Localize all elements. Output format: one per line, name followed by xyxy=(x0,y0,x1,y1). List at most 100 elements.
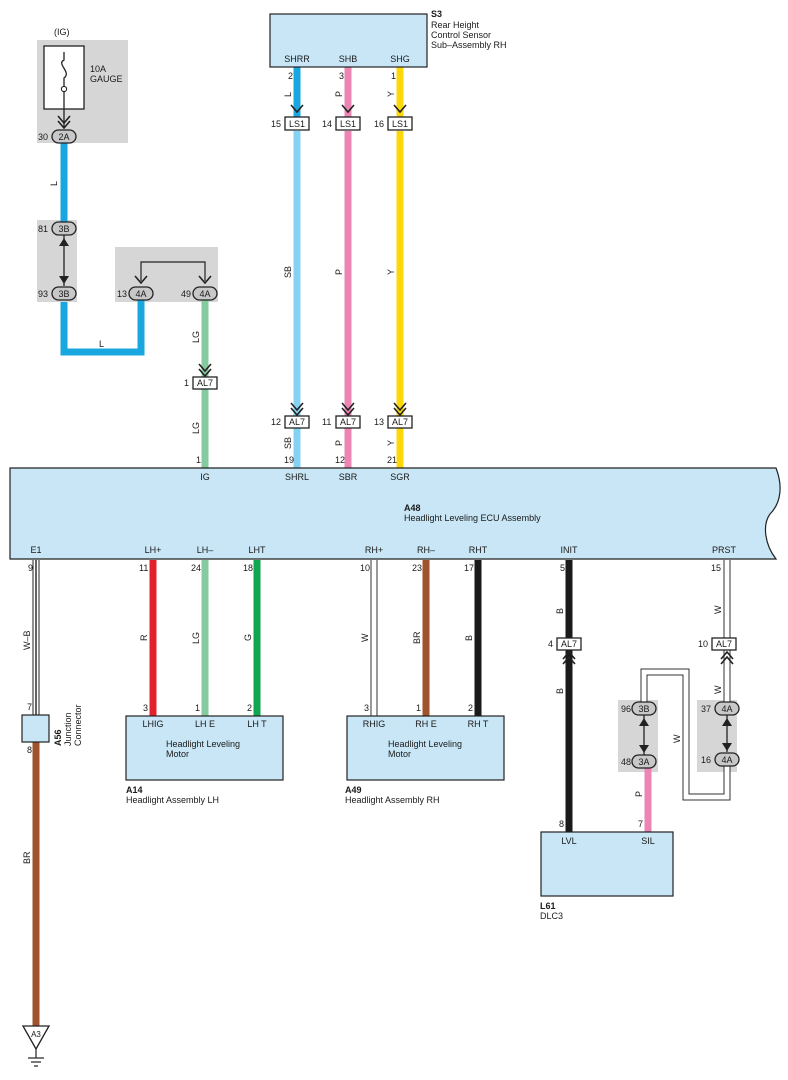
sensor-code: S3 xyxy=(431,9,442,19)
wire-label-sgr-low: Y xyxy=(386,440,396,446)
junction-3b-3a-arrow-up xyxy=(639,718,649,726)
lh-term-lhe: LH E xyxy=(195,719,215,729)
ecu-term-shrl: SHRL xyxy=(285,472,309,482)
ecu-term-init: INIT xyxy=(561,545,579,555)
sensor-terminal-shb: SHB xyxy=(339,54,358,64)
al7-shrl-box xyxy=(284,415,310,429)
ecu-term-rhminus: RH– xyxy=(417,545,435,555)
dlc-term-sil: SIL xyxy=(641,836,655,846)
al7-shrl-label: AL7 xyxy=(289,417,305,427)
al7-sgr-box xyxy=(387,415,413,429)
al7-prst-chevron-1 xyxy=(720,650,734,660)
wire-label-init-lower: B xyxy=(555,688,565,694)
fuse-icon xyxy=(61,52,67,86)
junction-3a-pin: 48 xyxy=(621,757,631,767)
al7-sgr-chevron-1 xyxy=(393,402,407,412)
al7-sbr-label: AL7 xyxy=(340,417,356,427)
ecu-pin-rhminus: 23 xyxy=(412,563,422,573)
fuse-name: GAUGE xyxy=(90,74,123,84)
ls1-box-3 xyxy=(387,116,413,131)
wire-label-lhplus: R xyxy=(139,634,149,641)
ecu-code: A48 xyxy=(404,503,421,513)
al7-sgr-label: AL7 xyxy=(392,417,408,427)
ls1-chevron-1 xyxy=(290,104,304,114)
wire-label-init-upper: B xyxy=(555,608,565,614)
junction-connector-pin-bot: 8 xyxy=(27,745,32,755)
al7-shrl-chevron-1 xyxy=(290,402,304,412)
junction-4a-2-arrow-down xyxy=(722,743,732,751)
ecu-pin-lhminus: 24 xyxy=(191,563,201,573)
ls1-pin-1: 15 xyxy=(271,119,281,129)
ecu-pin-prst: 15 xyxy=(711,563,721,573)
al7-shrl-pin: 12 xyxy=(271,417,281,427)
al7-init-box xyxy=(556,637,582,651)
junction-3b-top-pin: 81 xyxy=(38,224,48,234)
lh-motor-code: A14 xyxy=(126,785,143,795)
fuse-rating: 10A xyxy=(90,64,106,74)
ls1-box-1 xyxy=(284,116,310,131)
junction-3b-2-pin: 96 xyxy=(621,704,631,714)
ecu-pin-rhplus: 10 xyxy=(360,563,370,573)
wire-label-rhminus: BR xyxy=(412,631,422,644)
junction-connector-a56 xyxy=(21,714,50,743)
junction-4a-right xyxy=(192,286,218,301)
junction-connector-name-2: Connector xyxy=(73,704,83,746)
al7-ig-chevron-2 xyxy=(198,368,212,378)
al7-init-label: AL7 xyxy=(561,639,577,649)
al7-shrl-chevron-2 xyxy=(290,407,304,417)
junction-3a xyxy=(631,754,657,769)
sensor-pin-shg: 1 xyxy=(391,71,396,81)
junction-4a-2-bottom-label: 4A xyxy=(721,755,732,765)
ecu-pin-lht: 18 xyxy=(243,563,253,573)
rear-height-sensor xyxy=(269,13,428,68)
sensor-terminal-shrr: SHRR xyxy=(284,54,310,64)
rh-pin-rhe: 1 xyxy=(416,703,421,713)
ecu-pin-e1: 9 xyxy=(28,563,33,573)
ls1-box-2 xyxy=(335,116,361,131)
junction-3b-2-label: 3B xyxy=(638,704,649,714)
ls1-chevron-3 xyxy=(393,104,407,114)
ecu-term-e1: E1 xyxy=(30,545,41,555)
wire-label-shb-top: P xyxy=(334,91,344,97)
junction-connector-code: A56 xyxy=(53,729,63,746)
fuse-connector-2a-label: 2A xyxy=(58,132,69,142)
lh-pin-lht: 2 xyxy=(247,703,252,713)
lh-motor-title: Headlight Leveling xyxy=(166,739,240,749)
ecu-pin-init: 5 xyxy=(560,563,565,573)
ecu-term-ig: IG xyxy=(200,472,210,482)
wire-label-shrr-top: L xyxy=(283,92,293,97)
junction-4a-2-arrow-up xyxy=(722,718,732,726)
wire-label-sbr-low: P xyxy=(334,440,344,446)
headlight-leveling-ecu xyxy=(9,467,781,560)
al7-ig-pin: 1 xyxy=(184,378,189,388)
ecu-top-pin-ig: 1 xyxy=(196,455,201,465)
lh-term-lhig: LHIG xyxy=(142,719,163,729)
dlc-name: DLC3 xyxy=(540,911,563,921)
ls1-label-2: LS1 xyxy=(340,119,356,129)
al7-sbr-chevron-1 xyxy=(341,402,355,412)
junction-3b-bottom xyxy=(51,286,77,301)
lh-leveling-motor xyxy=(125,715,284,781)
al7-prst-label: AL7 xyxy=(716,639,732,649)
junction-3b-arrow-up xyxy=(59,238,69,246)
wire-label-sgr-mid: Y xyxy=(386,269,396,275)
al7-init-chevron-1 xyxy=(562,650,576,660)
wire-junction-loop xyxy=(60,300,145,356)
dlc-pin-sil: 7 xyxy=(638,819,643,829)
rh-pin-rhig: 3 xyxy=(364,703,369,713)
ecu-term-prst: PRST xyxy=(712,545,737,555)
wire-label-rhplus: W xyxy=(360,633,370,642)
ecu-top-pin-shrl: 19 xyxy=(284,455,294,465)
al7-sgr-chevron-2 xyxy=(393,407,407,417)
junction-3b-bottom-pin: 93 xyxy=(38,289,48,299)
junction-4a-left-label: 4A xyxy=(135,289,146,299)
wire-label-junction-loop: L xyxy=(99,339,104,349)
ls1-pin-2: 14 xyxy=(322,119,332,129)
junction-4a-bridge xyxy=(140,261,206,281)
wire-label-sil: P xyxy=(634,791,644,797)
al7-sbr-box xyxy=(335,415,361,429)
ecu-top-pin-sgr: 21 xyxy=(387,455,397,465)
rh-pin-rht: 2 xyxy=(468,703,473,713)
wire-cross-fill xyxy=(641,669,730,800)
ecu-term-lhplus: LH+ xyxy=(145,545,162,555)
